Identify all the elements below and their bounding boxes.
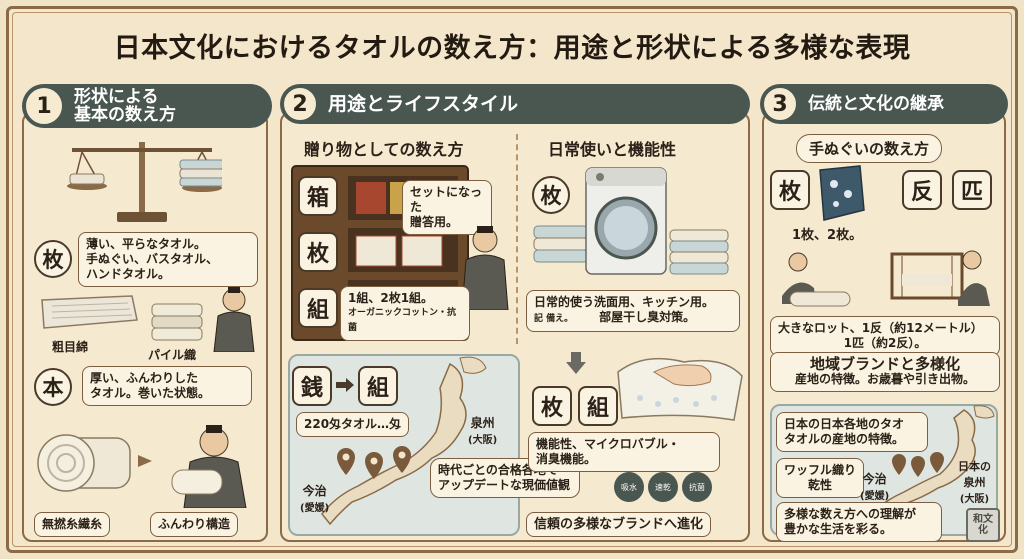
weaving-illustration <box>772 244 998 316</box>
inner-frame <box>12 12 1012 547</box>
seal-stamp: 和文 化 <box>966 508 1000 542</box>
map-pin-icons-2 <box>890 452 946 482</box>
section3-header: 3 伝統と文化の継承 <box>760 84 1008 124</box>
closing-note: 多様な数え方への理解が 豊かな生活を彩る。 <box>776 502 942 542</box>
counter-hon-badge: 本 <box>34 368 72 406</box>
japan-map-illustration <box>300 354 520 534</box>
folded-towels-illustration <box>532 222 592 266</box>
arrow-down-icon <box>564 350 588 376</box>
arrow-right-icon <box>136 452 154 470</box>
counter-hako-badge: 箱 <box>298 176 338 216</box>
badge-1-label: 吸水 <box>621 482 637 492</box>
daily-counter-mai: 枚 <box>532 176 570 214</box>
flat-towel-illustration <box>32 292 142 334</box>
label-sokumen: 粗目綿 <box>52 340 89 354</box>
imabari-label: 今治 (愛媛) <box>300 484 330 514</box>
towel-hand-illustration <box>614 342 746 424</box>
gift-heading: 贈り物としての数え方 <box>304 140 464 159</box>
washing-machine-illustration <box>584 166 668 276</box>
section2-title: 用途とライフスタイル <box>328 93 519 115</box>
daily-heading: 日常使いと機能性 <box>548 140 677 159</box>
brand-box: 地域ブランドと多様化 産地の特徴。お歳暮や引き出物。 <box>770 352 1000 392</box>
section2-header: 2 用途とライフスタイル <box>280 84 750 124</box>
counter-zeni-badge: 銭 <box>292 366 332 406</box>
senshu-label: 泉州 (大阪) <box>468 416 498 446</box>
badge-3-label: 抗菌 <box>689 482 705 492</box>
tenugui-counter-tan: 反 <box>902 170 942 210</box>
trust-note: 信頼の多様なブランドへ進化 <box>526 512 712 537</box>
section1-header: 1 形状による 基本の数え方 <box>22 84 272 128</box>
tenugui-counter-mai: 枚 <box>770 170 810 210</box>
counter-kumi-badge-2: 組 <box>358 366 398 406</box>
func-counter-kumi: 組 <box>578 386 618 426</box>
section1-title: 形状による 基本の数え方 <box>74 87 176 125</box>
section1-number: 1 <box>24 86 64 126</box>
counter-kumi-badge: 組 <box>298 288 338 328</box>
badge-2-label: 速乾 <box>655 482 671 492</box>
hon-description: 厚い、ふんわりした タオル。巻いた状態。 <box>82 366 252 406</box>
tenugui-cloth-illustration <box>812 164 868 222</box>
label-munen: 無撚糸繊糸 <box>34 512 111 537</box>
origin-note: 日本の日本各地のタオ タオルの産地の特徴。 <box>776 412 928 452</box>
rolled-towel-illustration <box>34 418 134 506</box>
edo-man-illustration-2 <box>162 420 258 508</box>
pile-towel-illustration <box>148 300 206 344</box>
label-pile: パイル織 <box>148 348 197 362</box>
function-note: 機能性、マイクロバブル・ 消臭機能。 <box>528 432 720 472</box>
senshu-label-2: 日本の 泉州 (大阪) <box>958 460 991 505</box>
edo-man-illustration-3 <box>456 222 514 310</box>
towel-220-label: 220匁タオル…匁 <box>296 412 410 437</box>
arrow-right-icon-2 <box>334 376 356 394</box>
section2-divider <box>516 134 518 344</box>
era-note: 時代ごとの合格各地て アップデートな現価値観 <box>430 458 580 498</box>
map-pin-icons <box>336 446 416 490</box>
counter-mai-badge: 枚 <box>34 240 72 278</box>
func-counter-mai: 枚 <box>532 386 572 426</box>
imabari-label-2: 今治 (愛媛) <box>860 472 890 502</box>
towel-stack-illustration <box>668 228 732 280</box>
roll-note: 大きなロット、1反（約12メートル） 1匹（約2反）。 <box>770 316 1000 356</box>
edo-man-illustration-1 <box>206 284 262 352</box>
waffle-note: ワッフル織り 乾性 <box>776 458 865 498</box>
kumi-note: 1組、2枚1組。 オーガニックコットン・抗菌 <box>340 286 470 341</box>
counter-mai-badge-2: 枚 <box>298 232 338 272</box>
page-title: 日本文化におけるタオルの数え方：用途と形状による多様な表現 <box>113 33 911 64</box>
feature-badge-3: 抗菌 <box>682 472 712 502</box>
tenugui-example: 1枚、2枚。 <box>792 228 863 243</box>
label-fuwari: ふんわり構造 <box>150 512 239 537</box>
stamp-text-1: 和文 <box>973 514 993 525</box>
tenugui-counter-hiki: 匹 <box>952 170 992 210</box>
stamp-text-2: 化 <box>978 525 988 536</box>
feature-badge-2: 速乾 <box>648 472 678 502</box>
tenugui-heading: 手ぬぐいの数え方 <box>796 134 943 163</box>
section3-number: 3 <box>762 86 798 122</box>
set-gift-note: セットになった 贈答用。 <box>402 180 492 235</box>
feature-badge-1: 吸水 <box>614 472 644 502</box>
daily-note: 日常的使う洗面用、キッチン用。 記 備え。部屋干し臭対策。 <box>526 290 740 332</box>
mai-description: 薄い、平らなタオル。 手ぬぐい、バスタオル、 ハンドタオル。 <box>78 232 258 287</box>
section2-number: 2 <box>282 86 318 122</box>
balance-scale-illustration <box>62 136 222 228</box>
section3-title: 伝統と文化の継承 <box>808 94 944 114</box>
